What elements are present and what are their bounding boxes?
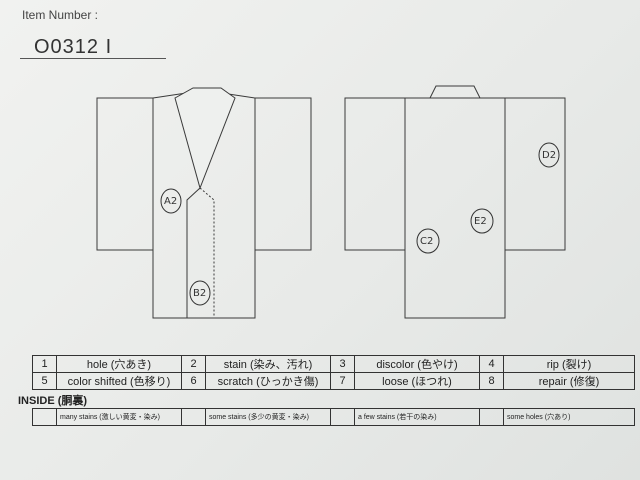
legend-number: 2 bbox=[181, 355, 206, 373]
back-left-sleeve bbox=[344, 97, 406, 251]
inside-label: INSIDE (胴裏) bbox=[18, 395, 88, 407]
legend-row: 5 color shifted (色移り) 6 scratch (ひっかき傷) … bbox=[32, 372, 635, 390]
back-collar bbox=[429, 85, 481, 99]
inside-check-box bbox=[181, 408, 206, 426]
inside-cell: many stains (激しい黄変・染み) bbox=[56, 408, 182, 426]
legend-text: loose (ほつれ) bbox=[354, 372, 480, 390]
front-right-sleeve bbox=[254, 97, 312, 251]
legend-text: stain (染み、汚れ) bbox=[205, 355, 331, 373]
kimono-back bbox=[344, 85, 566, 319]
legend-text: hole (穴あき) bbox=[56, 355, 182, 373]
marker-a2-circle bbox=[160, 188, 182, 214]
legend-text: rip (裂け) bbox=[503, 355, 635, 373]
item-number-value: O0312 I bbox=[34, 36, 113, 58]
legend-text: discolor (色やけ) bbox=[354, 355, 480, 373]
legend-row: 1 hole (穴あき) 2 stain (染み、汚れ) 3 discolor … bbox=[32, 355, 635, 373]
legend-number: 3 bbox=[330, 355, 355, 373]
inside-check-box bbox=[330, 408, 355, 426]
legend-text: repair (修復) bbox=[503, 372, 635, 390]
legend-number: 8 bbox=[479, 372, 504, 390]
kimono-front bbox=[96, 87, 312, 319]
marker-c2: C2 bbox=[420, 236, 433, 247]
marker-e2-circle bbox=[470, 208, 494, 234]
inside-cell: a few stains (若干の染み) bbox=[354, 408, 480, 426]
damage-legend-table: 1 hole (穴あき) 2 stain (染み、汚れ) 3 discolor … bbox=[32, 355, 635, 390]
legend-number: 5 bbox=[32, 372, 57, 390]
marker-b2: B2 bbox=[193, 288, 206, 299]
inside-check-box bbox=[32, 408, 57, 426]
marker-d2: D2 bbox=[542, 150, 556, 161]
back-right-sleeve bbox=[504, 97, 566, 251]
front-collar bbox=[174, 87, 236, 190]
item-number-underline bbox=[20, 58, 166, 59]
front-collar-right-line bbox=[199, 187, 215, 318]
back-body bbox=[404, 97, 506, 319]
legend-number: 6 bbox=[181, 372, 206, 390]
legend-text: scratch (ひっかき傷) bbox=[205, 372, 331, 390]
item-number-label: Item Number : bbox=[22, 8, 99, 22]
marker-c2-circle bbox=[416, 228, 440, 254]
front-collar-left-line bbox=[186, 187, 201, 318]
marker-e2: E2 bbox=[474, 216, 487, 227]
inside-cell: some holes (穴あり) bbox=[503, 408, 635, 426]
marker-b2-circle bbox=[189, 280, 211, 306]
legend-number: 4 bbox=[479, 355, 504, 373]
legend-number: 1 bbox=[32, 355, 57, 373]
legend-number: 7 bbox=[330, 372, 355, 390]
marker-a2: A2 bbox=[164, 196, 177, 207]
marker-d2-circle bbox=[538, 142, 560, 168]
front-left-sleeve bbox=[96, 97, 154, 251]
legend-text: color shifted (色移り) bbox=[56, 372, 182, 390]
inside-row: many stains (激しい黄変・染み) some stains (多少の黄… bbox=[32, 408, 635, 426]
inside-check-box bbox=[479, 408, 504, 426]
inside-condition-table: many stains (激しい黄変・染み) some stains (多少の黄… bbox=[32, 408, 635, 426]
inside-cell: some stains (多少の黄変・染み) bbox=[205, 408, 331, 426]
